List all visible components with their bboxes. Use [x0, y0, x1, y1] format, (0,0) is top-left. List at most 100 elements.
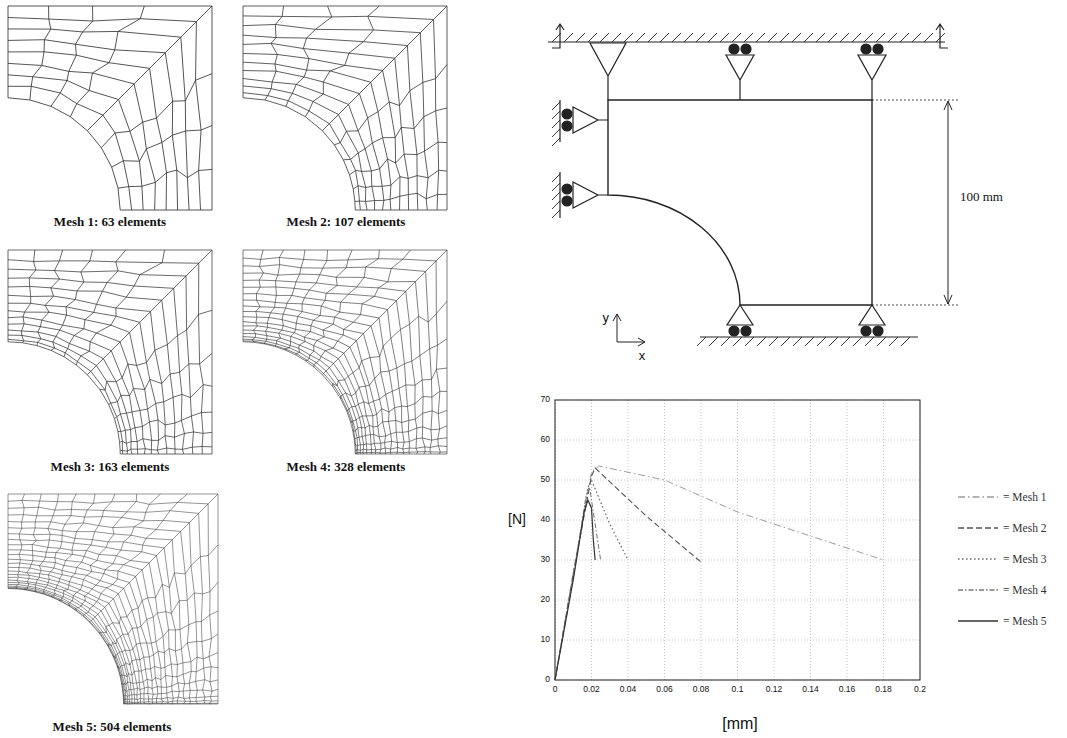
load-curve: [555, 500, 595, 680]
figure-label: 0.2: [914, 685, 926, 694]
grid-line: [591, 400, 592, 680]
mesh-line: [8, 63, 155, 210]
dimension-extension: [872, 305, 958, 306]
hatch-line: [684, 33, 693, 42]
mesh-line: [252, 250, 263, 342]
mesh-line: [243, 322, 376, 454]
hatch-line: [768, 33, 777, 42]
mesh-line: [243, 16, 439, 210]
hatch-line: [829, 337, 838, 346]
figure-label: 0: [553, 685, 558, 694]
hatch-line: [672, 33, 681, 42]
mesh-line: [355, 452, 447, 454]
hatch-line: [648, 33, 657, 42]
mesh-line: [243, 337, 360, 454]
mesh-line: [8, 335, 128, 454]
roller: [562, 121, 572, 131]
legend-text: = Mesh 1: [1003, 491, 1047, 504]
figure-label: 0.1: [732, 685, 744, 694]
figure-label: Mesh 1: 63 elements: [54, 215, 166, 229]
roller: [562, 109, 572, 119]
roller-support: [573, 107, 608, 133]
hatch-line: [612, 33, 621, 42]
mesh-line: [101, 74, 212, 148]
figure-label: 10: [541, 635, 550, 644]
mesh-line: [355, 454, 447, 455]
hatch-line: [865, 337, 874, 346]
hatch-line: [853, 337, 862, 346]
mesh-line: [243, 330, 367, 454]
hatch-line: [600, 33, 609, 42]
figure-label: 0.12: [766, 685, 783, 694]
mesh-line: [8, 567, 145, 704]
figure-label: 40: [541, 515, 550, 524]
boundary-schematic: [548, 24, 958, 346]
hatch-line: [936, 33, 945, 42]
mesh-line: [243, 93, 360, 210]
pin-support: [590, 43, 626, 100]
mesh-line: [120, 454, 212, 455]
grid-line: [883, 400, 884, 680]
hatch-line: [708, 33, 717, 42]
hatch-line: [757, 337, 766, 346]
mesh-line: [100, 310, 212, 390]
mesh-line: [8, 317, 145, 454]
mesh-line: [243, 287, 410, 454]
legend-sample: [958, 558, 998, 560]
roller-support: [727, 305, 753, 325]
mesh-line: [265, 6, 284, 100]
hatch-line: [781, 337, 790, 346]
grid-line: [847, 400, 848, 680]
mesh-line: [243, 258, 440, 454]
hatch-line: [877, 337, 886, 346]
roller-support: [858, 55, 886, 100]
hatch-line: [876, 33, 885, 42]
hatch-line: [576, 33, 585, 42]
figure-label: 20: [541, 595, 550, 604]
mesh-line: [8, 40, 178, 210]
legend-text: = Mesh 5: [1003, 615, 1047, 628]
mesh-line: [8, 330, 132, 454]
hatch-line: [864, 33, 873, 42]
hatch-line: [636, 33, 645, 42]
mesh-line: [8, 574, 138, 704]
mesh-line: [243, 35, 418, 210]
figure-label: 0.16: [839, 685, 856, 694]
figure-label: 0: [545, 675, 550, 684]
mesh-line: [355, 446, 447, 451]
hatch-line: [889, 337, 898, 346]
hatch-line: [696, 33, 705, 42]
mesh-line: [243, 78, 375, 210]
hatch-line: [817, 337, 826, 346]
hatch-line: [552, 210, 560, 218]
mesh-line: [8, 324, 138, 454]
mesh-group: [8, 6, 447, 704]
mesh-drawing: [8, 6, 212, 210]
figure-label: 0.08: [693, 685, 710, 694]
roller: [873, 326, 883, 336]
mesh-line: [120, 447, 212, 452]
mesh-line: [8, 29, 189, 210]
figure-label: 0.06: [656, 685, 673, 694]
mesh-line: [243, 341, 356, 454]
roller: [729, 44, 739, 54]
hatch-line: [552, 33, 561, 42]
mesh-line: [243, 306, 392, 454]
axis-triad: [613, 314, 645, 346]
hatch-line: [624, 33, 633, 42]
mesh-line: [243, 326, 371, 454]
hatch-line: [828, 33, 837, 42]
figure-label: [N]: [508, 512, 526, 527]
mesh-line: [305, 6, 379, 117]
mesh-line: [8, 521, 191, 704]
mesh-line: [355, 438, 447, 446]
grid-line: [555, 480, 920, 481]
mesh-line: [8, 563, 149, 704]
roller-support: [726, 55, 754, 100]
hatch-line: [900, 33, 909, 42]
mesh-line: [8, 250, 212, 454]
hatch-line: [912, 33, 921, 42]
figure-label: Mesh 4: 328 elements: [287, 460, 406, 474]
legend-sample: [958, 589, 998, 590]
